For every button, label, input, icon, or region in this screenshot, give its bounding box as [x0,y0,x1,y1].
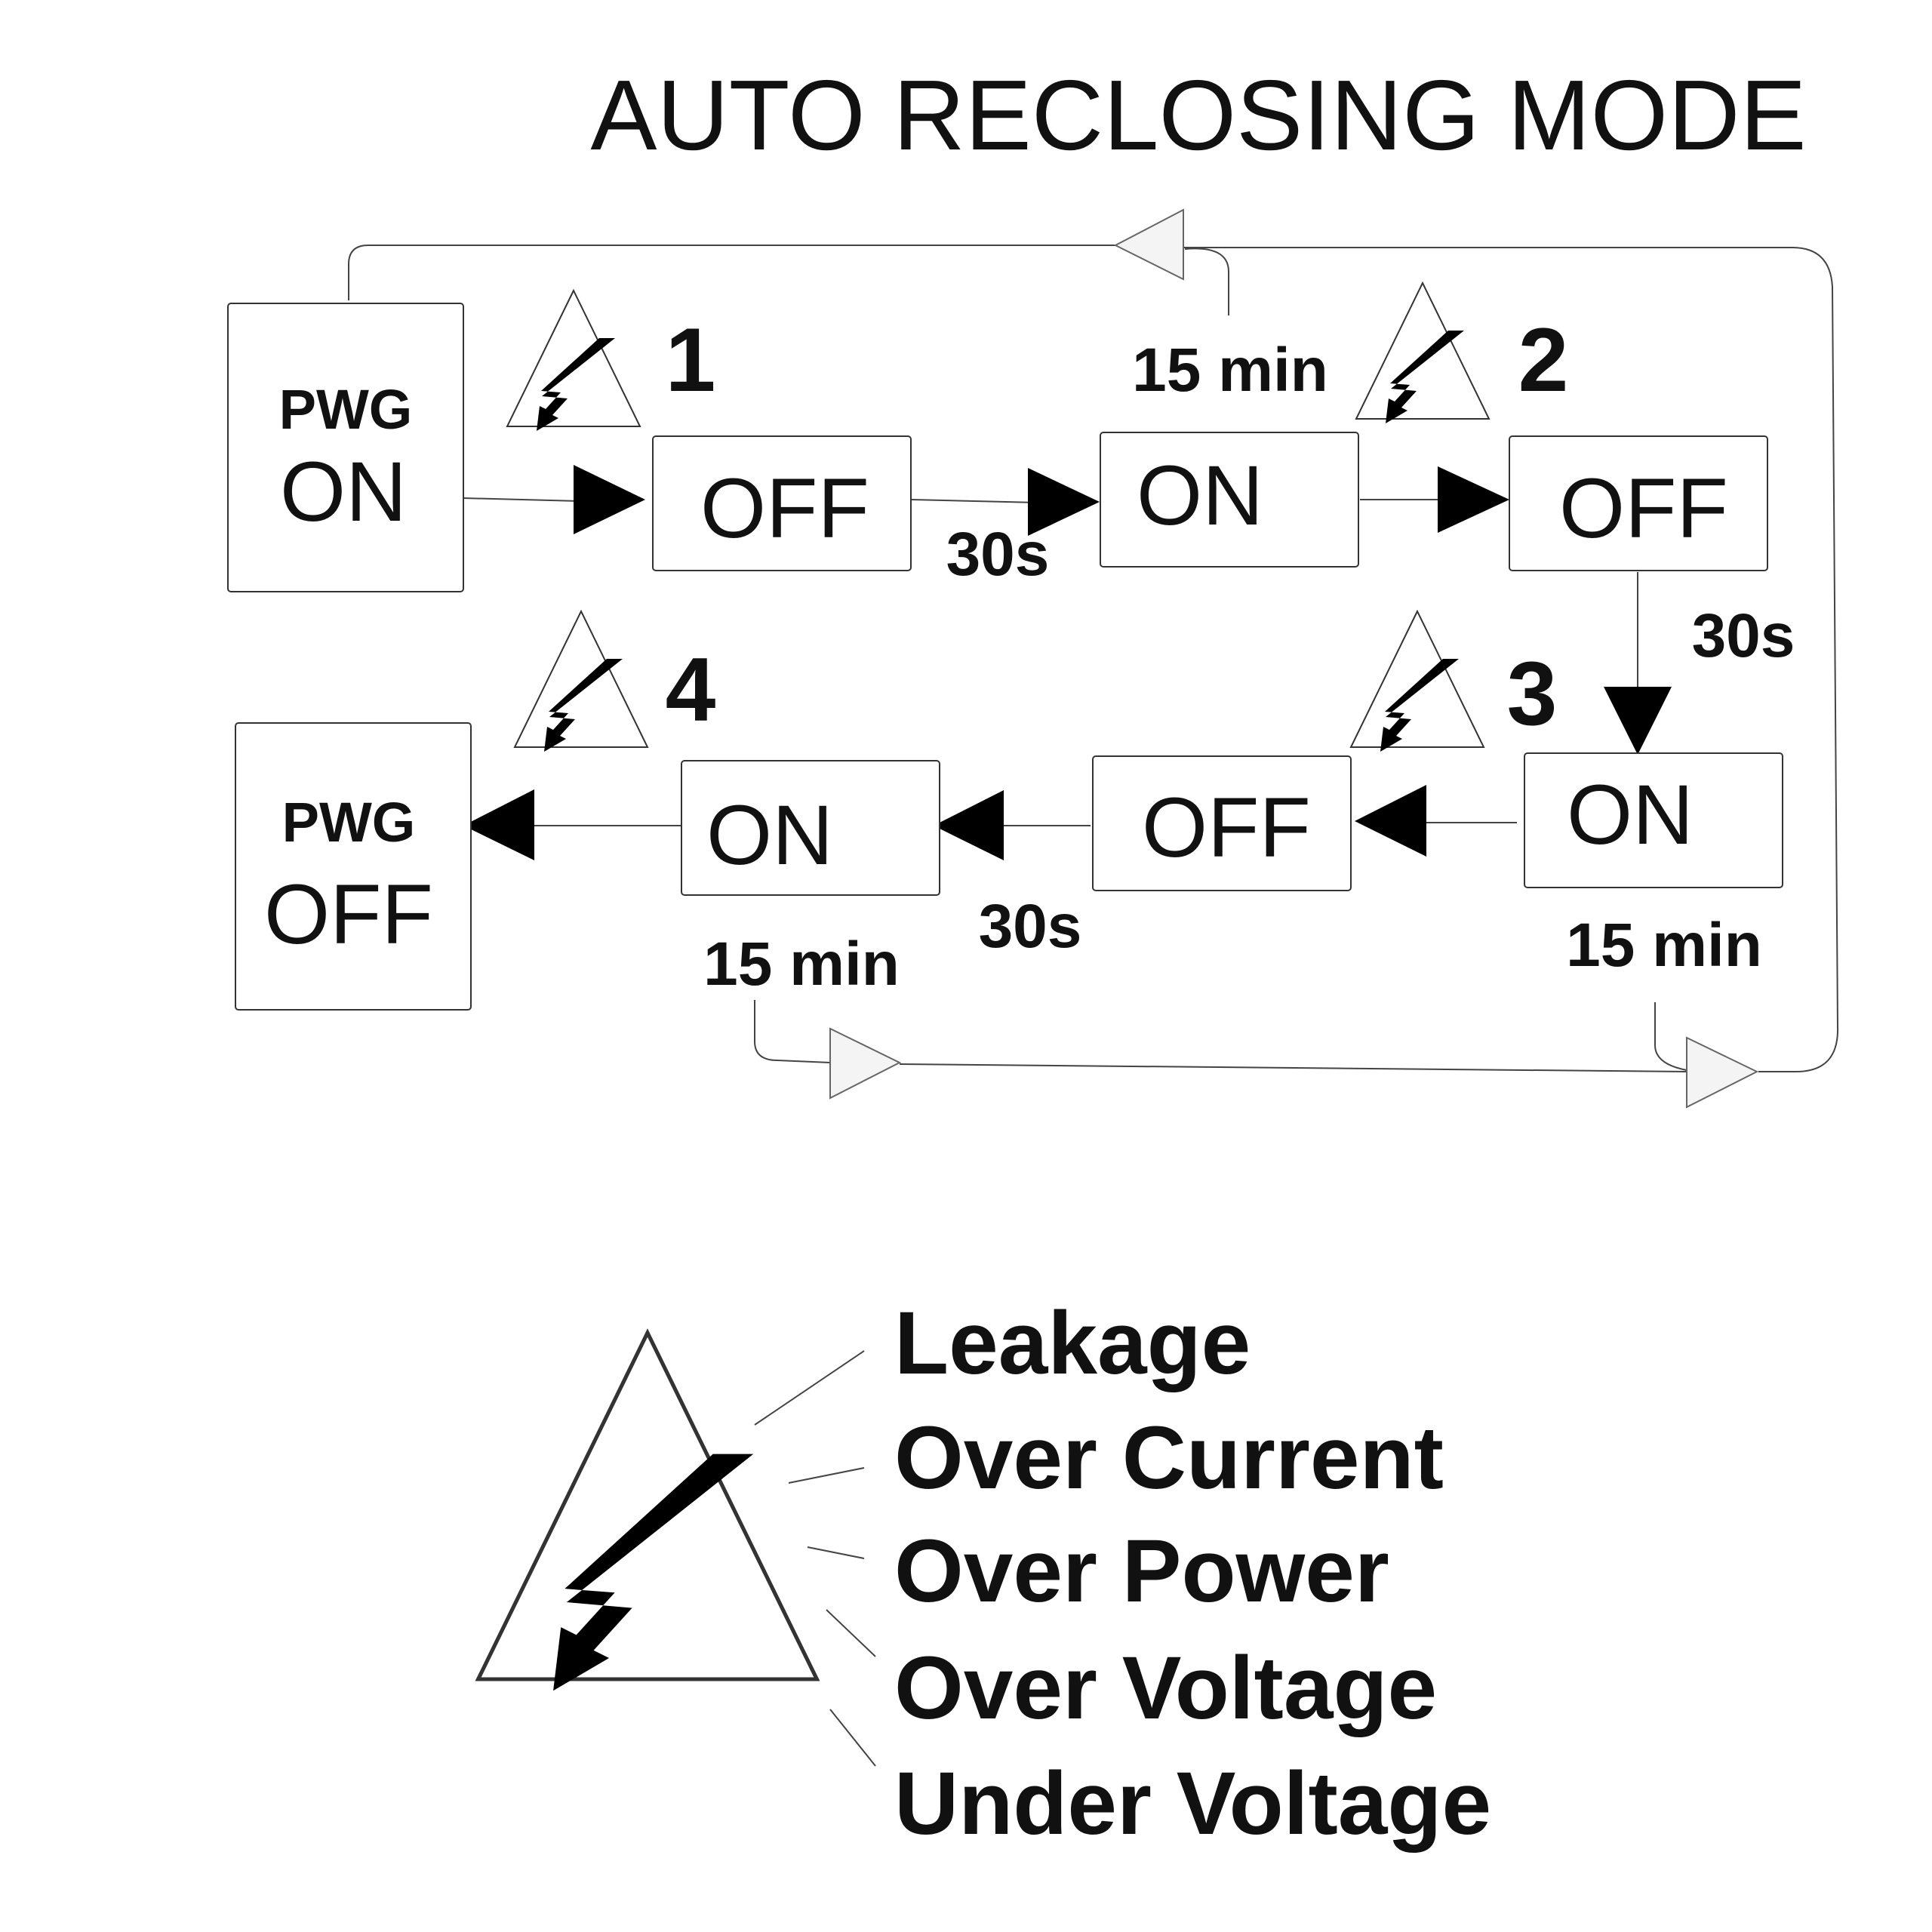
retry-delay-label: 15 min [1132,336,1328,405]
delay-label: 30s [1692,601,1795,670]
warning-bolt-icon [1355,282,1490,424]
retry-delay-label: 15 min [703,930,900,998]
state-label: ON [1137,448,1263,543]
warning-bolt-icon [478,1333,817,1690]
arrow-icon [1355,785,1426,857]
start-label: PWG [279,378,413,441]
state-box-off-3: OFF [1092,755,1352,891]
start-state: ON [280,445,407,539]
end-box: PWG OFF [235,722,472,1011]
arrow-icon [1686,1036,1759,1109]
state-label: OFF [1559,461,1728,555]
state-box-on-3: ON [1524,752,1783,888]
arrow-icon [934,790,1004,860]
page-title: AUTO RECLOSING MODE [590,60,1806,171]
retry-delay-label: 15 min [1566,911,1762,980]
warning-bolt-icon [514,611,648,752]
legend-item-over-power: Over Power [894,1521,1389,1621]
flow-arrows [463,465,1672,860]
step-number-2: 2 [1518,309,1569,411]
retry-arrows [829,208,1759,1109]
state-box-off-1: OFF [652,435,912,571]
arrow-icon [829,1027,902,1100]
warning-bolt-icon [506,290,641,432]
legend-item-leakage: Leakage [894,1294,1251,1393]
arrow-icon [463,789,534,860]
arrow-icon [574,465,645,534]
legend-item-under-voltage: Under Voltage [894,1754,1491,1854]
arrow-icon [1604,687,1672,755]
connector-lines [348,245,1839,1072]
state-box-on-4: ON [681,760,940,896]
arrow-icon [1028,468,1100,536]
delay-label: 30s [979,892,1082,961]
step-number-4: 4 [666,639,716,740]
arrow-icon [1438,466,1509,533]
state-label: OFF [700,461,869,555]
step-number-3: 3 [1507,643,1558,744]
state-label: ON [706,788,833,882]
state-box-off-2: OFF [1509,435,1768,571]
legend-item-over-current: Over Current [894,1408,1444,1508]
fault-legend: Leakage Over Current Over Power Over Vol… [478,1294,1491,1854]
step-number-1: 1 [666,309,716,411]
end-state: OFF [264,867,433,961]
arrow-icon [1113,208,1184,281]
state-box-on-1: ON [1100,432,1359,568]
warning-bolt-icon [1350,611,1484,752]
state-label: OFF [1142,780,1311,875]
delay-label: 30s [946,520,1050,589]
end-label: PWG [282,791,416,854]
start-box: PWG ON [227,303,464,592]
state-label: ON [1567,768,1694,862]
legend-connectors [754,1350,876,1767]
legend-item-over-voltage: Over Voltage [894,1638,1437,1738]
